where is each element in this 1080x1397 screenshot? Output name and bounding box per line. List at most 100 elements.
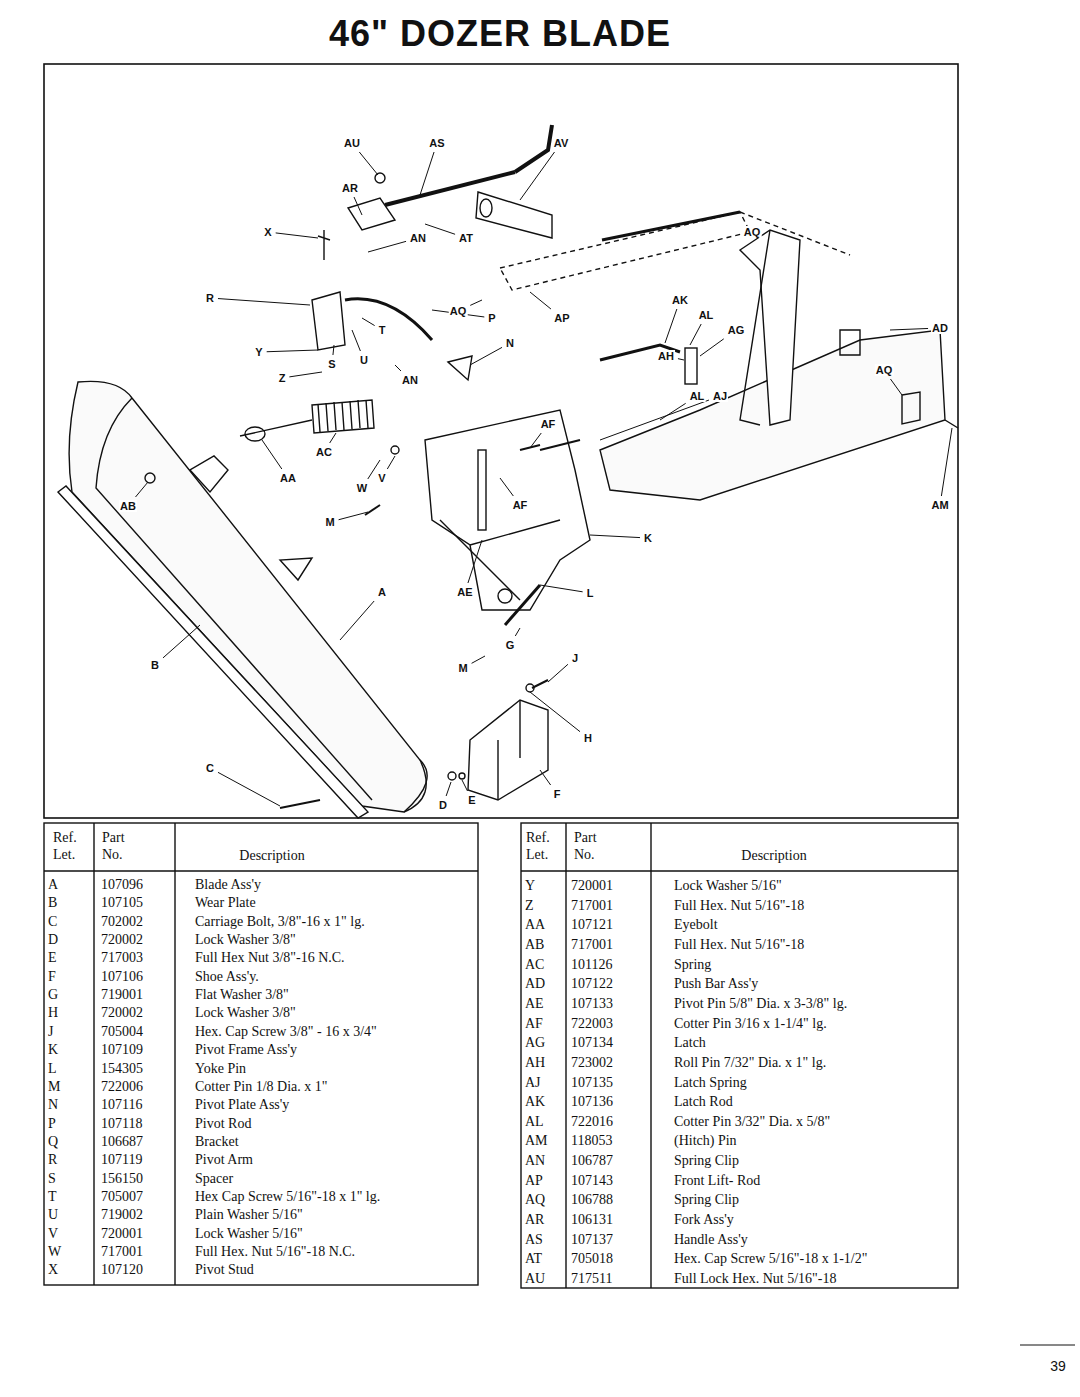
leader-line — [500, 478, 513, 496]
table-cell: Cotter Pin 1/8 Dia. x 1" — [195, 1079, 328, 1095]
table-cell: Spacer — [195, 1171, 233, 1187]
table-cell: 722006 — [101, 1079, 143, 1095]
callout-letter: AP — [553, 312, 570, 324]
leader-line — [468, 540, 482, 583]
table-cell: 720001 — [571, 878, 613, 894]
callout-letter: S — [327, 358, 336, 370]
callout-letter: AL — [698, 309, 715, 321]
table-cell: Hex Cap Screw 5/16"-18 x 1" lg. — [195, 1189, 380, 1205]
callout-letter: F — [553, 788, 562, 800]
table-cell: 107143 — [571, 1173, 613, 1189]
table-cell: 107096 — [101, 877, 143, 893]
table-cell: AE — [525, 996, 544, 1012]
leader-line — [941, 428, 952, 496]
table-cell: Lock Washer 3/8" — [195, 932, 296, 948]
table-cell: AS — [525, 1232, 543, 1248]
table-cell: Roll Pin 7/32" Dia. x 1" lg. — [674, 1055, 826, 1071]
leader-line — [387, 456, 395, 469]
leader-line — [548, 664, 568, 682]
table-cell: AM — [525, 1133, 548, 1149]
callout-letter: AK — [671, 294, 689, 306]
callout-letter: AN — [409, 232, 427, 244]
table-cell: AJ — [525, 1075, 541, 1091]
table-cell: 723002 — [571, 1055, 613, 1071]
table-cell: 720002 — [101, 932, 143, 948]
table-cell: 107120 — [101, 1262, 143, 1278]
leader-line — [276, 233, 318, 238]
table-cell: 722003 — [571, 1016, 613, 1032]
callout-letter: Y — [254, 346, 263, 358]
callout-letter: AJ — [712, 390, 728, 402]
table-header: Part No. — [574, 829, 614, 863]
leader-line — [267, 350, 318, 352]
table-cell: P — [48, 1116, 56, 1132]
table-cell: Fork Ass'y — [674, 1212, 734, 1228]
leader-line — [359, 152, 378, 175]
table-cell: AB — [525, 937, 544, 953]
table-cell: A — [48, 877, 58, 893]
table-cell: 107122 — [571, 976, 613, 992]
callout-letter: D — [438, 799, 448, 811]
callout-letter: B — [150, 659, 160, 671]
table-header: Ref. Let. — [526, 829, 562, 863]
table-cell: Plain Washer 5/16" — [195, 1207, 303, 1223]
table-cell: 717511 — [571, 1271, 612, 1287]
table-cell: Pivot Rod — [195, 1116, 251, 1132]
leader-line — [470, 347, 502, 365]
callout-letter: A — [377, 586, 387, 598]
table-cell: F — [48, 969, 56, 985]
table-cell: 107136 — [571, 1094, 613, 1110]
callout-letter: AU — [343, 137, 361, 149]
table-cell: R — [48, 1152, 57, 1168]
table-cell: T — [48, 1189, 57, 1205]
table-cell: Yoke Pin — [195, 1061, 246, 1077]
table-cell: B — [48, 895, 57, 911]
table-cell: Lock Washer 5/16" — [674, 878, 782, 894]
table-cell: AR — [525, 1212, 544, 1228]
callout-letter: AG — [727, 324, 746, 336]
leader-line — [333, 345, 334, 355]
table-cell: G — [48, 987, 58, 1003]
table-cell: AF — [525, 1016, 543, 1032]
table-cell: AC — [525, 957, 544, 973]
table-cell: 107118 — [101, 1116, 142, 1132]
table-cell: 717003 — [101, 950, 143, 966]
callout-letter: M — [457, 662, 468, 674]
table-cell: Spring — [674, 957, 711, 973]
table-cell: AP — [525, 1173, 543, 1189]
callout-letter: AA — [279, 472, 297, 484]
table-cell: Pivot Pin 5/8" Dia. x 3-3/8" lg. — [674, 996, 847, 1012]
table-cell: Front Lift- Rod — [674, 1173, 760, 1189]
table-cell: D — [48, 932, 58, 948]
table-cell: AD — [525, 976, 545, 992]
table-cell: Push Bar Ass'y — [674, 976, 758, 992]
table-cell: 717001 — [571, 898, 613, 914]
table-cell: AL — [525, 1114, 544, 1130]
table-cell: Hex. Cap Screw 3/8" - 16 x 3/4" — [195, 1024, 377, 1040]
table-cell: AU — [525, 1271, 545, 1287]
callout-letter: AC — [315, 446, 333, 458]
table-cell: 722016 — [571, 1114, 613, 1130]
callout-letter: R — [205, 292, 215, 304]
leader-line — [665, 309, 677, 343]
table-cell: 717001 — [101, 1244, 143, 1260]
table-cell: Pivot Arm — [195, 1152, 253, 1168]
table-cell: 107133 — [571, 996, 613, 1012]
callout-letter: V — [377, 472, 386, 484]
table-cell: AA — [525, 917, 545, 933]
table-cell: 719001 — [101, 987, 143, 1003]
table-cell: Spring Clip — [674, 1153, 739, 1169]
leader-line — [352, 330, 360, 351]
page-number: 39 — [1050, 1358, 1066, 1374]
callout-letter: G — [505, 639, 516, 651]
table-cell: K — [48, 1042, 58, 1058]
table-header: Description — [239, 847, 304, 864]
page-title: 46" DOZER BLADE — [329, 13, 671, 55]
table-cell: 107116 — [101, 1097, 142, 1113]
leader-line — [425, 224, 455, 234]
table-cell: Latch Rod — [674, 1094, 733, 1110]
table-cell: Latch Spring — [674, 1075, 747, 1091]
callout-letter: AR — [341, 182, 359, 194]
callout-letter: AF — [540, 418, 557, 430]
callout-letter: P — [487, 312, 496, 324]
